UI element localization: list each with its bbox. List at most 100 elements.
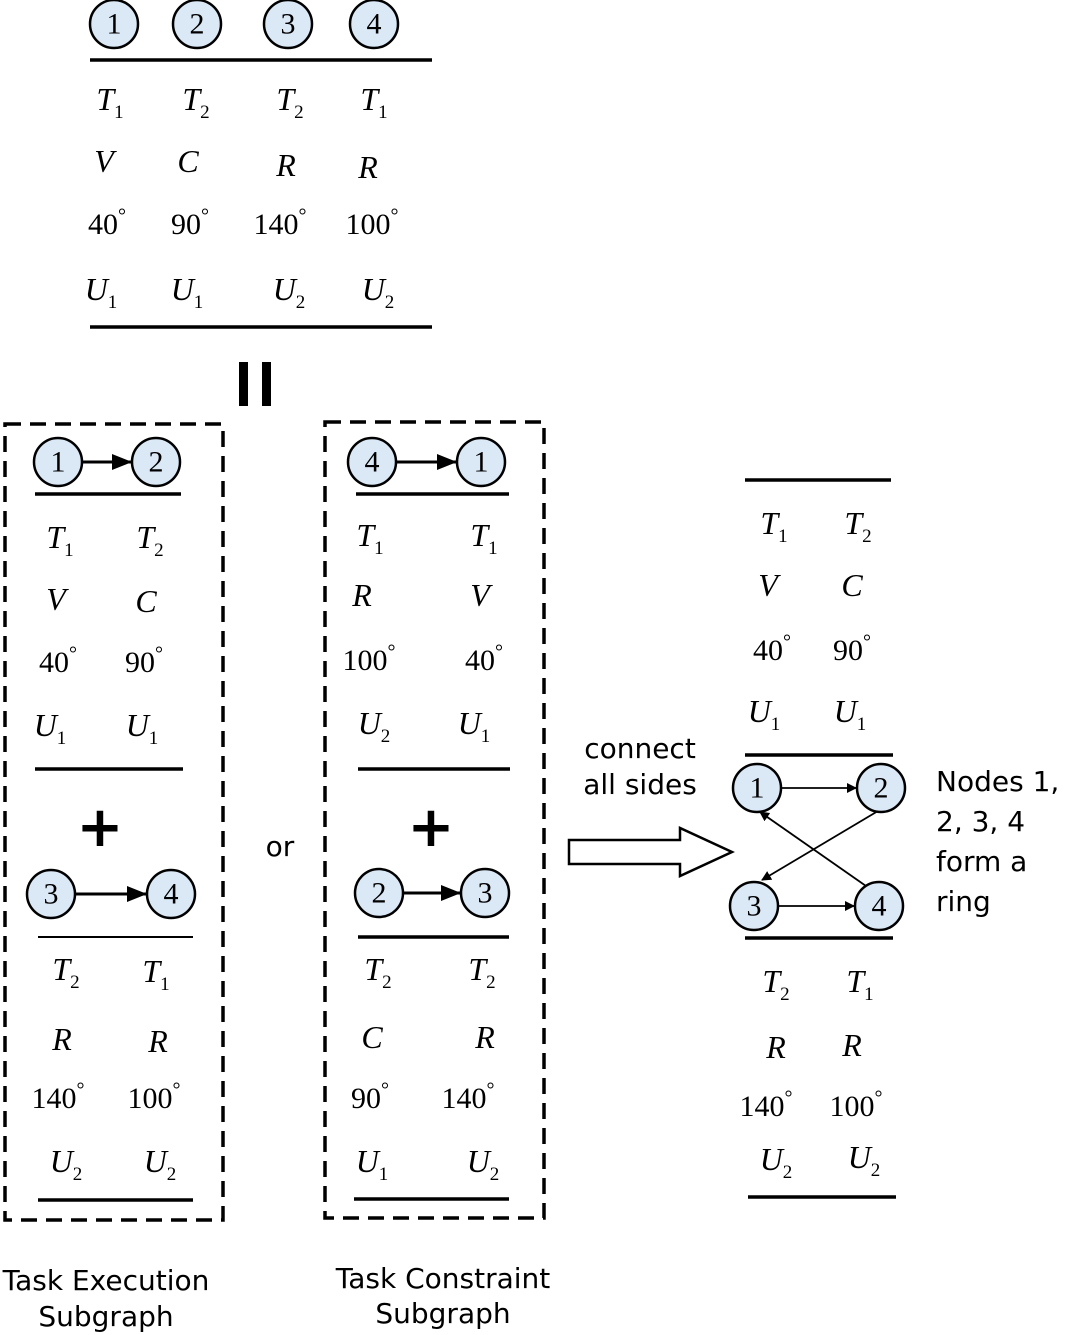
top-col2-user: U1 bbox=[171, 271, 204, 313]
top-col1-type: V bbox=[94, 143, 117, 179]
top-section: 1 2 3 4 T1 V 40° U1 T2 C 90° U1 T2 R 140… bbox=[85, 0, 432, 329]
ring-node-2 bbox=[855, 762, 907, 814]
cons-lower-col1-user: U1 bbox=[356, 1143, 389, 1185]
exec-lower-col2-type: R bbox=[147, 1023, 168, 1059]
ring-upper-col1-type: V bbox=[758, 567, 781, 603]
cons-upper-col1-type: R bbox=[351, 577, 372, 613]
ring-lower-col1-task: T2 bbox=[762, 963, 789, 1005]
cons-node-c-label: 2 bbox=[372, 877, 387, 910]
ring-upper-col1-task: T1 bbox=[760, 505, 787, 547]
exec-node-d-label: 4 bbox=[164, 878, 179, 911]
top-col3-user: U2 bbox=[273, 271, 306, 313]
ring-upper-col2-task: T2 bbox=[844, 505, 871, 547]
top-col2-task: T2 bbox=[182, 81, 209, 123]
ring-node-3-label: 3 bbox=[747, 890, 762, 923]
top-node-3: 3 bbox=[262, 0, 314, 50]
exec-upper-col2-type: C bbox=[135, 583, 157, 619]
ring-upper-col2-user: U1 bbox=[834, 693, 867, 735]
ring-node-1-label: 1 bbox=[750, 772, 765, 805]
exec-upper-col1-type: V bbox=[46, 581, 69, 617]
ring-lower-col2-user: U2 bbox=[848, 1139, 881, 1181]
execution-subgraph: 1 2 T1 V 40° U1 T2 C 90° U1 + 3 4 T2 R 1… bbox=[2, 422, 225, 1333]
top-col1-user: U1 bbox=[85, 271, 118, 313]
ring-note-line3: form a bbox=[936, 845, 1027, 878]
exec-lower-col1-user: U2 bbox=[50, 1143, 83, 1185]
top-col4-user: U2 bbox=[362, 271, 395, 313]
ring-node-2-label: 2 bbox=[874, 772, 889, 805]
ring-upper-col2-angle: 90° bbox=[833, 631, 871, 667]
ring-upper-col1-user: U1 bbox=[748, 693, 781, 735]
cons-lower-col1-angle: 90° bbox=[351, 1079, 389, 1115]
top-col1-task: T1 bbox=[96, 81, 123, 123]
exec-upper-col2-user: U1 bbox=[126, 707, 159, 749]
cons-upper-col2-user: U1 bbox=[458, 705, 491, 747]
cons-caption-line1: Task Constraint bbox=[335, 1262, 551, 1295]
exec-upper-col2-angle: 90° bbox=[125, 643, 163, 679]
hollow-right-arrow bbox=[567, 826, 735, 878]
cons-node-a-label: 4 bbox=[365, 446, 380, 479]
ring-node-4 bbox=[853, 880, 905, 932]
exec-upper-col1-user: U1 bbox=[34, 707, 67, 749]
cons-upper-col2-angle: 40° bbox=[465, 641, 503, 677]
constraint-subgraph: 4 1 T1 R 100° U2 T1 V 40° U1 + 2 3 T2 C … bbox=[323, 420, 551, 1330]
cons-node-d-label: 3 bbox=[478, 877, 493, 910]
cons-lower-col2-type: R bbox=[474, 1019, 495, 1055]
ring-upper-col2-type: C bbox=[841, 567, 863, 603]
ring-lower-col2-type: R bbox=[841, 1027, 862, 1063]
exec-upper-col1-task: T1 bbox=[46, 519, 73, 561]
cons-upper-col2-task: T1 bbox=[470, 517, 497, 559]
exec-upper-col2-task: T2 bbox=[136, 519, 163, 561]
exec-caption-line2: Subgraph bbox=[38, 1300, 173, 1333]
cons-upper-col2-type: V bbox=[470, 577, 493, 613]
top-node-2-label: 2 bbox=[190, 8, 205, 41]
cons-node-b-label: 1 bbox=[474, 446, 489, 479]
exec-lower-col2-task: T1 bbox=[142, 953, 169, 995]
exec-plus-symbol: + bbox=[77, 795, 124, 860]
top-col4-angle: 100° bbox=[346, 205, 399, 241]
cons-caption-line2: Subgraph bbox=[375, 1297, 510, 1330]
top-node-2: 2 bbox=[171, 0, 223, 50]
exec-lower-col2-user: U2 bbox=[144, 1143, 177, 1185]
cons-node-d bbox=[459, 867, 511, 919]
top-node-1-label: 1 bbox=[107, 8, 122, 41]
cons-lower-col2-angle: 140° bbox=[442, 1079, 495, 1115]
top-col3-angle: 140° bbox=[254, 205, 307, 241]
cons-lower-col2-task: T2 bbox=[468, 951, 495, 993]
exec-node-c-label: 3 bbox=[44, 878, 59, 911]
ring-lower-col2-task: T1 bbox=[846, 963, 873, 1005]
constraint-dashed-box bbox=[323, 420, 546, 1220]
top-col3-task: T2 bbox=[276, 81, 303, 123]
ring-note-line1: Nodes 1, bbox=[936, 765, 1059, 798]
exec-lower-col1-type: R bbox=[51, 1021, 72, 1057]
ring-upper-col1-angle: 40° bbox=[753, 631, 791, 667]
cons-lower-col2-user: U2 bbox=[467, 1143, 500, 1185]
connect-label-line1: connect bbox=[584, 732, 696, 765]
connect-label-line2: all sides bbox=[583, 768, 697, 801]
exec-node-b-label: 2 bbox=[149, 446, 164, 479]
ring-edge-2-to-3 bbox=[761, 810, 879, 881]
cons-upper-col1-user: U2 bbox=[358, 705, 391, 747]
ring-node-4-label: 4 bbox=[872, 890, 887, 923]
exec-node-a-label: 1 bbox=[51, 446, 66, 479]
exec-node-d bbox=[145, 868, 197, 920]
exec-node-b bbox=[130, 436, 182, 488]
ring-section: T1 V 40° U1 T2 C 90° U1 1 2 3 4 T2 R 140… bbox=[728, 478, 1059, 1199]
top-col3-type: R bbox=[275, 147, 296, 183]
exec-lower-col2-angle: 100° bbox=[128, 1079, 181, 1115]
top-node-3-label: 3 bbox=[281, 8, 296, 41]
cons-upper-col1-angle: 100° bbox=[343, 641, 396, 677]
exec-lower-col1-task: T2 bbox=[52, 951, 79, 993]
exec-caption-line1: Task Execution bbox=[2, 1264, 210, 1297]
ring-lower-col2-angle: 100° bbox=[830, 1087, 883, 1123]
ring-edge-4-to-1 bbox=[759, 811, 867, 887]
top-col2-type: C bbox=[177, 143, 199, 179]
exec-upper-col1-angle: 40° bbox=[39, 643, 77, 679]
cons-upper-col1-task: T1 bbox=[356, 517, 383, 559]
cons-lower-col1-type: C bbox=[361, 1019, 383, 1055]
ring-lower-col1-user: U2 bbox=[760, 1141, 793, 1183]
top-col4-task: T1 bbox=[360, 81, 387, 123]
or-label: or bbox=[266, 830, 295, 863]
ring-node-1 bbox=[731, 762, 783, 814]
